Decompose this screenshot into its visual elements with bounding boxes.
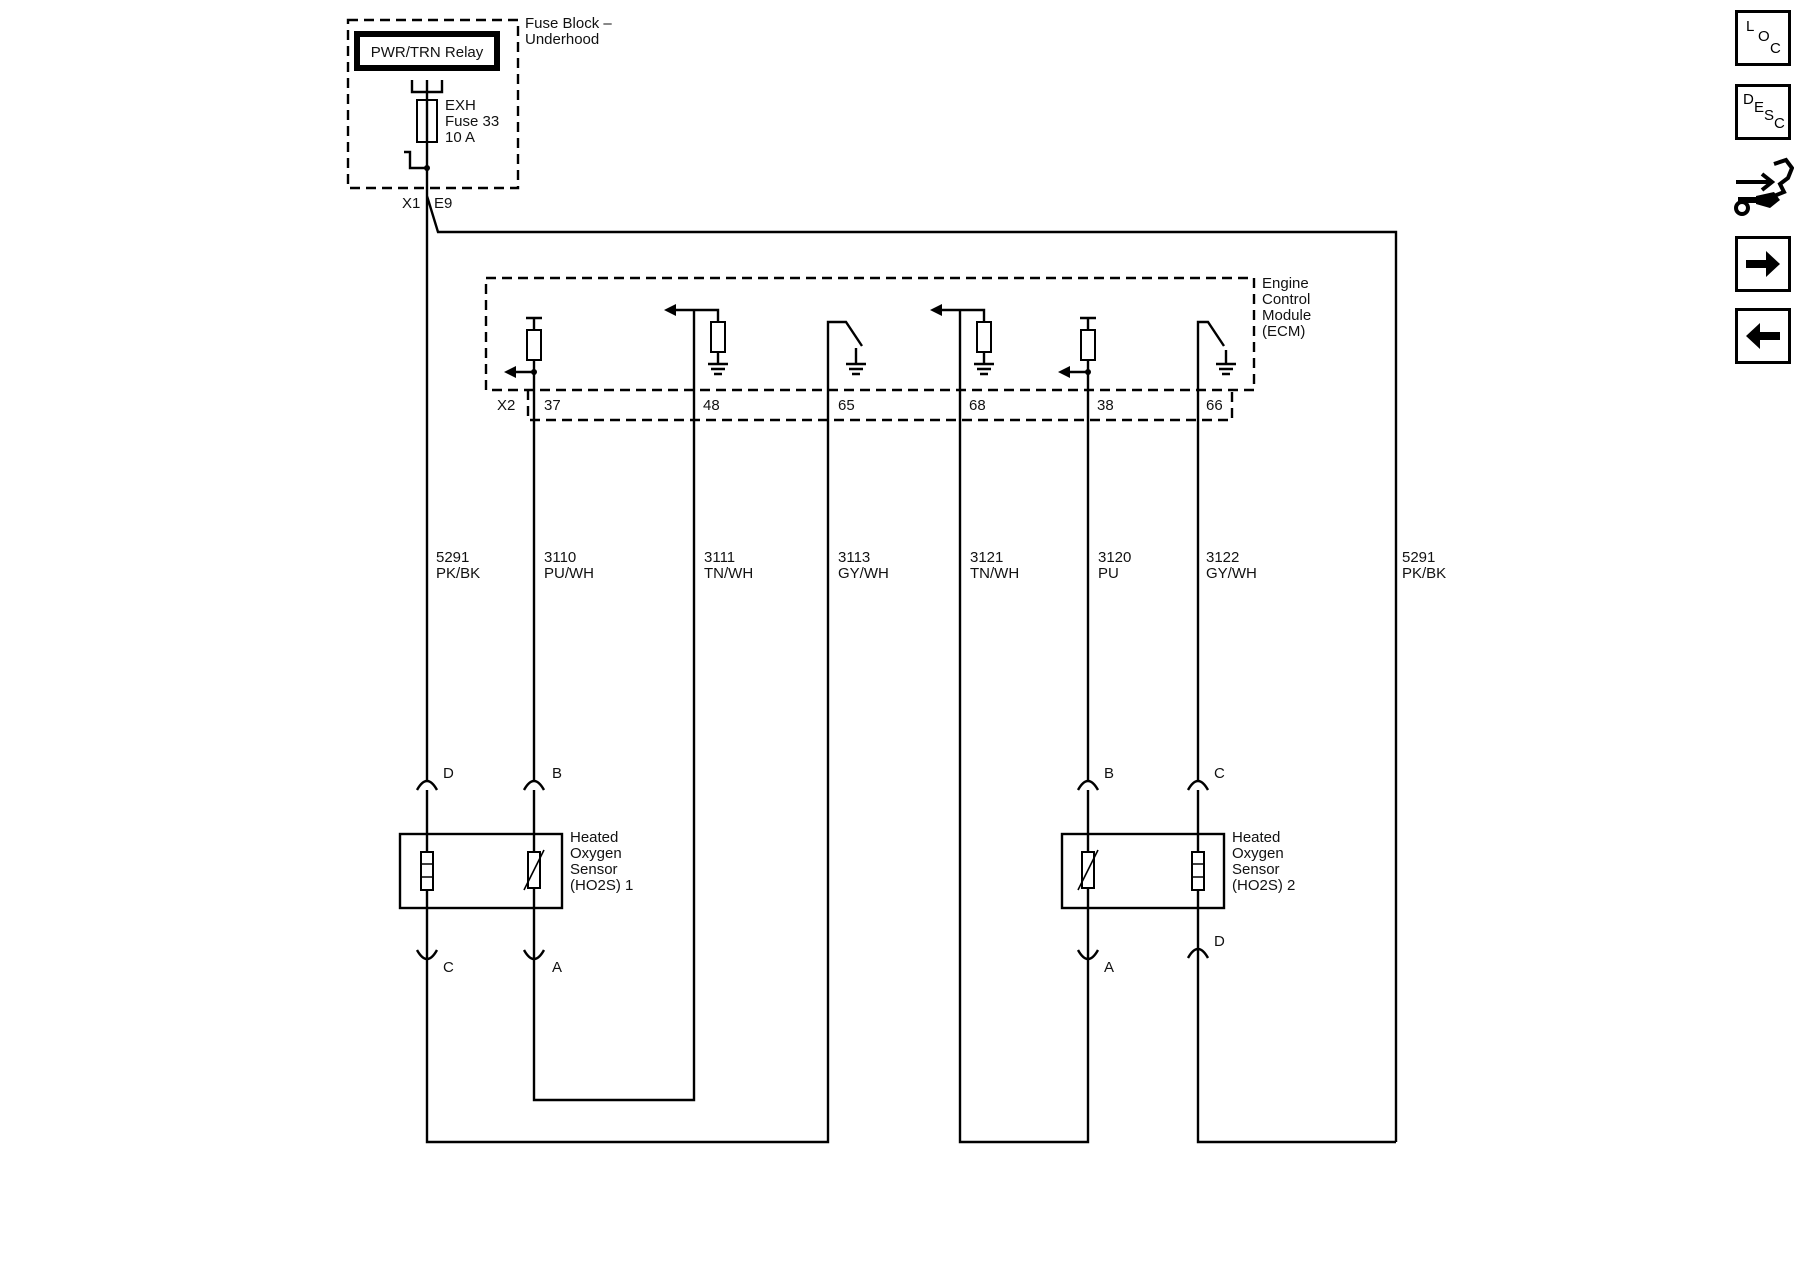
wire-label-circuit-5: 3120 (1098, 549, 1131, 566)
sensor-1-sensing-element (523, 834, 545, 908)
next-button[interactable] (1735, 236, 1791, 292)
ecm-circuit-66 (1196, 320, 1236, 420)
ecm-pin-68: 68 (969, 397, 986, 414)
sensor-2-label-2: Oxygen (1232, 845, 1284, 862)
location-button[interactable]: L O C (1735, 10, 1791, 66)
wire-5291-return (1196, 960, 1396, 1144)
desc-letter-1: D (1743, 91, 1754, 108)
sensor-2-sensing-element (1077, 834, 1099, 908)
ecm-connector-outline (526, 390, 1234, 422)
sensor-2-label-4: (HO2S) 2 (1232, 877, 1295, 894)
sensor-2-pin-b: B (1104, 765, 1114, 782)
wire-label-color-7: PK/BK (1402, 565, 1446, 582)
wire-label-circuit-4: 3121 (970, 549, 1003, 566)
wire-3121 (958, 420, 1090, 1144)
ecm-label-2: Control (1262, 291, 1310, 308)
ecm-label-4: (ECM) (1262, 323, 1305, 340)
ecm-circuit-68 (930, 304, 994, 420)
sensor-2-connectors (1076, 779, 1210, 961)
sensor-1-label-2: Oxygen (570, 845, 622, 862)
sensor-1-pin-d: D (443, 765, 454, 782)
wire-label-color-6: GY/WH (1206, 565, 1257, 582)
fuse-pin-e9: E9 (434, 195, 452, 212)
sensor-2-pin-d: D (1214, 933, 1225, 950)
sensor-2-heater-element (1191, 834, 1205, 908)
ecm-circuit-65 (826, 320, 866, 420)
wire-3113 (425, 420, 830, 1144)
fuse-connector-x1: X1 (402, 195, 420, 212)
sensor-2-pin-a: A (1104, 959, 1114, 976)
ecm-pin-66: 66 (1206, 397, 1223, 414)
desc-letter-4: C (1774, 115, 1785, 132)
ecm-circuit-37 (504, 316, 542, 378)
connector-service-icon[interactable] (1732, 156, 1795, 218)
back-button[interactable] (1735, 308, 1791, 364)
sensor-2-pin-c: C (1214, 765, 1225, 782)
ecm-pin-65: 65 (838, 397, 855, 414)
wire-feed-5291 (425, 168, 1398, 1142)
ecm-label-1: Engine (1262, 275, 1309, 292)
sensor-1-pin-a: A (552, 959, 562, 976)
wire-label-circuit-7: 5291 (1402, 549, 1435, 566)
sensor-1-pin-b: B (552, 765, 562, 782)
fuse-terminal (404, 142, 429, 170)
ecm-circuit-38 (1058, 316, 1096, 378)
wire-label-color-1: PU/WH (544, 565, 594, 582)
ecm-pin-48: 48 (703, 397, 720, 414)
wire-label-color-0: PK/BK (436, 565, 480, 582)
fuse-block-title: Fuse Block – (525, 15, 612, 32)
sensor-2-label-1: Heated (1232, 829, 1280, 846)
ecm-label-3: Module (1262, 307, 1311, 324)
desc-letter-3: S (1764, 107, 1775, 124)
fuse-block-title-line2: Underhood (525, 31, 599, 48)
sensor-1-heater-element (420, 834, 434, 908)
relay-box (354, 31, 500, 71)
wire-label-circuit-1: 3110 (544, 549, 576, 566)
wire-label-circuit-6: 3122 (1206, 549, 1239, 566)
desc-letter-2: E (1754, 99, 1765, 116)
loc-letter-1: L (1746, 18, 1755, 35)
wire-label-circuit-0: 5291 (436, 549, 469, 566)
sensor-1-label-1: Heated (570, 829, 618, 846)
fuse-label-3: 10 A (445, 129, 475, 146)
sensor-1-label-4: (HO2S) 1 (570, 877, 633, 894)
arrow-right-icon (1746, 251, 1780, 277)
ecm-outline (484, 276, 1256, 392)
relay-label: PWR/TRN Relay (371, 44, 484, 61)
wire-3111 (532, 420, 696, 1102)
sensor-1-pin-c: C (443, 959, 454, 976)
wire-label-color-4: TN/WH (970, 565, 1019, 582)
wire-label-color-5: PU (1098, 565, 1119, 582)
sensor-2-label-3: Sensor (1232, 861, 1280, 878)
ecm-connector-x2: X2 (497, 397, 515, 414)
fuse-label-2: Fuse 33 (445, 113, 499, 130)
loc-letter-3: C (1770, 40, 1781, 57)
ecm-circuit-48 (664, 304, 728, 420)
sensor-1-label-3: Sensor (570, 861, 618, 878)
relay-contact (410, 80, 444, 100)
wire-label-color-2: TN/WH (704, 565, 753, 582)
wire-label-circuit-3: 3113 (838, 549, 870, 566)
ecm-pin-38: 38 (1097, 397, 1114, 414)
fuse-block-outline (346, 18, 520, 190)
arrow-left-icon (1746, 323, 1780, 349)
fuse-label-1: EXH (445, 97, 476, 114)
wire-label-color-3: GY/WH (838, 565, 889, 582)
loc-letter-2: O (1758, 28, 1770, 45)
wire-label-circuit-2: 3111 (704, 549, 735, 566)
ecm-pin-37: 37 (544, 397, 561, 414)
sensor-1-connectors (415, 779, 546, 961)
description-button[interactable]: D E S C (1735, 84, 1791, 140)
